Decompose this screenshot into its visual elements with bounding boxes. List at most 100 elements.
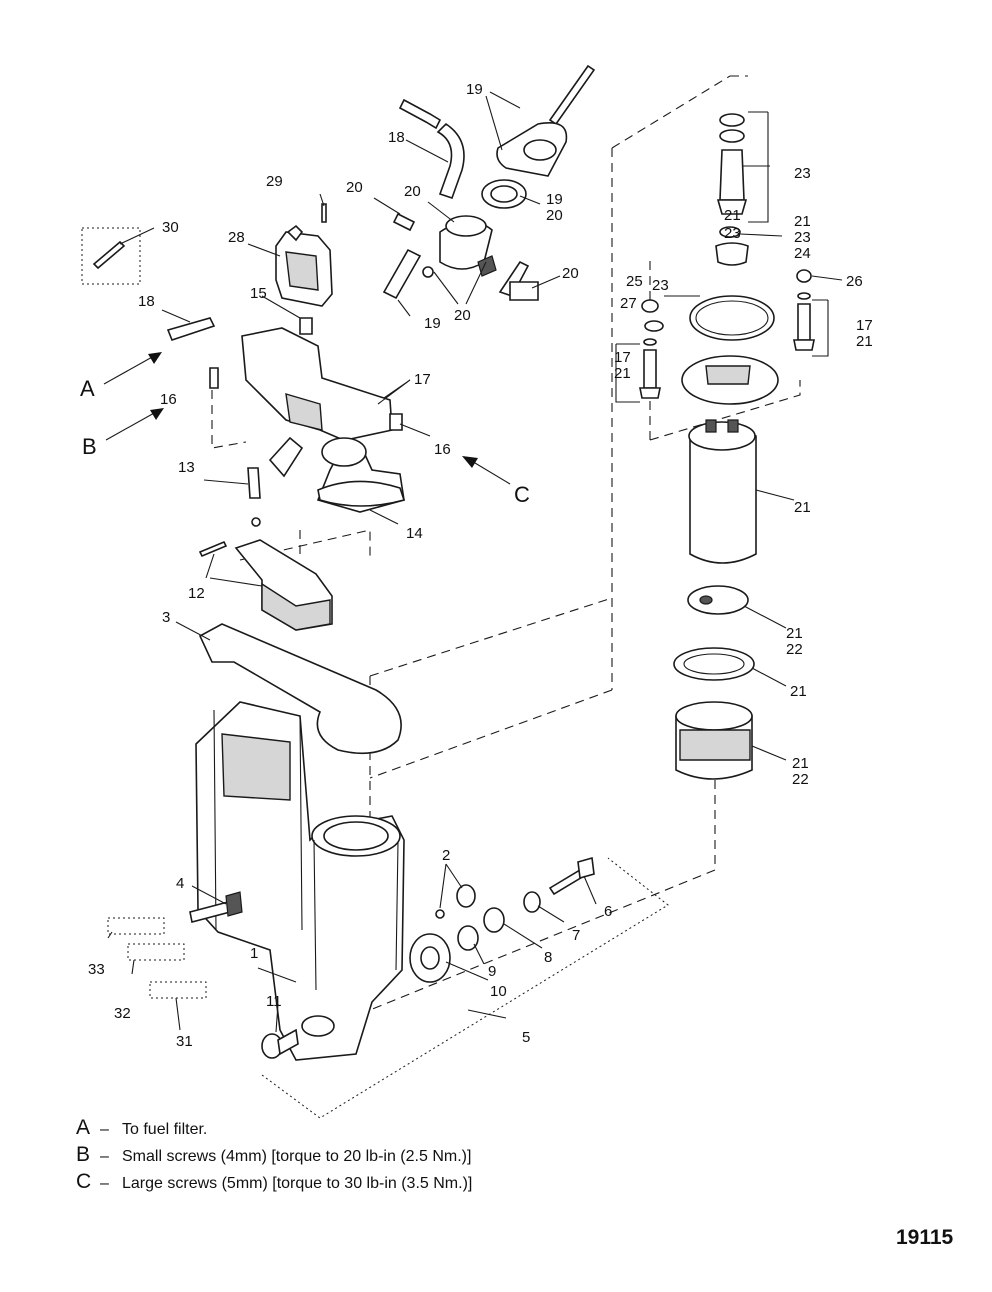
callout-15: 15	[250, 285, 267, 302]
callout-27: 27	[620, 295, 637, 312]
bolt-part-6	[548, 856, 595, 896]
fitting-part-20	[392, 212, 539, 301]
callout-21: 21	[724, 207, 741, 224]
fitting-part-15	[299, 317, 313, 335]
callout-32: 32	[114, 1005, 131, 1022]
legend-text: To fuel filter.	[122, 1121, 208, 1138]
fuel-pump-part-21	[688, 419, 757, 564]
callout-18: 18	[138, 293, 155, 310]
legend-dash: –	[100, 1121, 109, 1138]
legend-row-b: B – Small screws (4mm) [torque to 20 lb-…	[76, 1143, 716, 1170]
callout-8: 8	[544, 949, 552, 966]
fitting-part-23-top	[716, 113, 748, 215]
callout-23: 23	[794, 165, 811, 182]
callout-19: 19	[546, 191, 563, 208]
callout-16: 16	[434, 441, 451, 458]
callout-21: 21	[794, 499, 811, 516]
callout-13: 13	[178, 459, 195, 476]
callout-18: 18	[388, 129, 405, 146]
legend-key: B	[76, 1143, 91, 1166]
cap-part-24	[715, 242, 749, 266]
callout-21: 21	[794, 213, 811, 230]
callout-1: 1	[250, 945, 258, 962]
callout-33: 33	[88, 961, 105, 978]
callout-17: 17	[414, 371, 431, 388]
callout-24: 24	[794, 245, 811, 262]
callout-21: 21	[790, 683, 807, 700]
valve-part-13	[247, 467, 261, 527]
callout-20: 20	[546, 207, 563, 224]
callout-19: 19	[466, 81, 483, 98]
callout-21: 21	[786, 625, 803, 642]
decal-parts	[107, 917, 207, 999]
fitting-part-11	[261, 1028, 299, 1059]
seal-part-23	[719, 226, 741, 238]
callout-6: 6	[604, 903, 612, 920]
callout-23: 23	[652, 277, 669, 294]
callout-3: 3	[162, 609, 170, 626]
fitting-part-17-right	[793, 292, 815, 351]
callout-30: 30	[162, 219, 179, 236]
leader-lines	[107, 91, 843, 1033]
legend-key: C	[76, 1170, 92, 1193]
legend-text: Small screws (4mm) [torque to 20 lb-in (…	[122, 1148, 472, 1165]
letter-c: C	[514, 482, 530, 507]
bracket-part-21	[687, 585, 749, 615]
washer-part-8	[483, 907, 505, 933]
callout-4: 4	[176, 875, 184, 892]
callout-19: 19	[424, 315, 441, 332]
fitting-part-4	[189, 891, 243, 923]
housing-part-14	[241, 327, 406, 513]
item-30-box	[81, 227, 141, 285]
legend-key: A	[76, 1116, 91, 1139]
legend-dash: –	[100, 1148, 109, 1165]
callout-labels: 19 18 19 20 29 20 20 30 28 20 15 18 20 1…	[80, 81, 873, 1050]
nut-part-26	[796, 269, 812, 283]
callout-20: 20	[562, 265, 579, 282]
callout-31: 31	[176, 1033, 193, 1050]
callout-16: 16	[160, 391, 177, 408]
nut-part-25	[641, 299, 659, 313]
arrow-c	[462, 456, 511, 485]
callout-28: 28	[228, 229, 245, 246]
item-5-box	[261, 857, 669, 1119]
housing-part-1	[195, 701, 405, 1061]
fitting-part-17-left-col	[639, 338, 661, 399]
oring-part-23	[689, 295, 775, 341]
legend-row-a: A – To fuel filter.	[76, 1116, 716, 1143]
callout-17: 17	[856, 317, 873, 334]
hose-part-18	[166, 98, 465, 341]
grommet-part-2	[435, 884, 476, 919]
legend: A – To fuel filter. B – Small screws (4m…	[76, 1116, 716, 1197]
callout-7: 7	[572, 927, 580, 944]
callout-17: 17	[614, 349, 631, 366]
assembly-guide-lines	[211, 75, 801, 1011]
callout-22: 22	[786, 641, 803, 658]
callout-21: 21	[614, 365, 631, 382]
callout-23: 23	[724, 225, 741, 242]
letter-b: B	[82, 434, 97, 459]
pin-part-30	[92, 240, 126, 270]
gasket-part-19	[382, 64, 596, 300]
callout-25: 25	[626, 273, 643, 290]
legend-text: Large screws (5mm) [torque to 30 lb-in (…	[122, 1175, 473, 1192]
callout-12: 12	[188, 585, 205, 602]
gasket-part-3	[198, 623, 402, 755]
callout-22: 22	[792, 771, 809, 788]
callout-10: 10	[490, 983, 507, 1000]
legend-row-c: C – Large screws (5mm) [torque to 30 lb-…	[76, 1170, 716, 1197]
washer-part-27	[644, 320, 664, 332]
callout-20: 20	[404, 183, 421, 200]
cup-part-21	[673, 647, 755, 681]
arrow-b	[105, 408, 164, 441]
callout-26: 26	[846, 273, 863, 290]
harness-part-28	[275, 203, 333, 307]
figure-number: 19115	[896, 1226, 954, 1249]
callout-20: 20	[454, 307, 471, 324]
callout-20: 20	[346, 179, 363, 196]
callout-14: 14	[406, 525, 423, 542]
washer-part-7	[523, 891, 541, 913]
washer-part-9	[457, 925, 479, 951]
screw-part-16	[209, 367, 403, 431]
